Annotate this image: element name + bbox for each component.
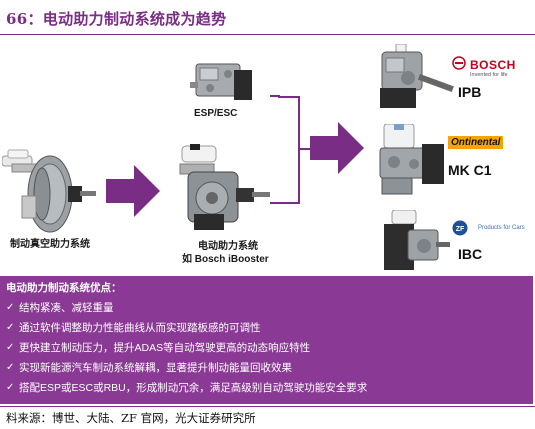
advantage-item: ✓ 搭配ESP或ESC或RBU，形成制动冗余，满足高级别自动驾驶功能安全要求 xyxy=(6,378,367,398)
check-icon: ✓ xyxy=(6,362,15,373)
check-icon: ✓ xyxy=(6,322,15,333)
check-icon: ✓ xyxy=(6,302,15,313)
bosch-ipb-image xyxy=(372,44,458,114)
advantage-text: 结构紧凑、减轻重量 xyxy=(19,302,114,314)
transition-arrow-2 xyxy=(310,122,364,179)
stage2-caption-line2: 如 Bosch iBooster xyxy=(182,254,269,265)
bosch-logo: BOSCH xyxy=(470,58,516,72)
stage1-caption: 制动真空助力系统 xyxy=(10,239,90,250)
check-icon: ✓ xyxy=(6,342,15,353)
source-note: 料来源：博世、大陆、ZF 官网，光大证券研究所 xyxy=(6,411,256,425)
advantage-item: ✓ 结构紧凑、减轻重量 xyxy=(6,298,367,318)
vacuum-booster-image xyxy=(2,146,98,238)
bosch-ring-icon xyxy=(452,56,466,70)
advantages-panel: 电动助力制动系统优点： ✓ 结构紧凑、减轻重量 ✓ 通过软件调整助力性能曲线从而实现… xyxy=(0,276,533,404)
advantage-item: ✓ 实现新能源汽车制动系统解耦，显著提升制动能量回收效果 xyxy=(6,358,367,378)
svg-text:ZF: ZF xyxy=(456,226,465,233)
stage2-caption-line1: 电动助力系统 xyxy=(198,241,258,252)
advantage-text: 更快建立制动压力，提升ADAS等自动驾驶更高的动态响应特性 xyxy=(19,342,311,354)
check-icon: ✓ xyxy=(6,382,15,393)
zf-ibc-image xyxy=(378,210,450,274)
footer-divider xyxy=(0,406,535,407)
product-label-mkc1: MK C1 xyxy=(448,162,492,178)
zf-logo-tagline: Products for Cars xyxy=(478,225,525,231)
continental-mkc1-image xyxy=(372,124,450,198)
zf-logo-icon: ZF xyxy=(452,220,468,236)
advantage-item: ✓ 通过软件调整助力性能曲线从而实现踏板感的可调性 xyxy=(6,318,367,338)
advantage-item: ✓ 更快建立制动压力，提升ADAS等自动驾驶更高的动态响应特性 xyxy=(6,338,367,358)
bracket-tick-top xyxy=(270,95,280,97)
bracket-tick-bottom xyxy=(270,202,280,204)
product-label-ibc: IBC xyxy=(458,246,483,262)
advantage-text: 通过软件调整助力性能曲线从而实现踏板感的可调性 xyxy=(19,322,261,334)
page-title: 66：电动助力制动系统成为趋势 xyxy=(6,10,227,28)
esp-caption: ESP/ESC xyxy=(194,108,238,119)
transition-arrow-1 xyxy=(106,165,160,222)
grouping-bracket xyxy=(278,96,300,204)
esp-module-image xyxy=(190,56,256,106)
advantage-text: 搭配ESP或ESC或RBU，形成制动冗余，满足高级别自动驾驶功能安全要求 xyxy=(19,382,368,394)
advantages-title: 电动助力制动系统优点： xyxy=(6,282,122,294)
bosch-logo-tagline: Invented for life xyxy=(470,72,508,78)
ibooster-image xyxy=(172,144,272,236)
bracket-stem xyxy=(298,148,314,150)
advantages-list: ✓ 结构紧凑、减轻重量 ✓ 通过软件调整助力性能曲线从而实现踏板感的可调性 ✓ 更快建… xyxy=(6,298,367,398)
advantage-text: 实现新能源汽车制动系统解耦，显著提升制动能量回收效果 xyxy=(19,362,292,374)
continental-logo: Ontinental xyxy=(448,136,504,149)
title-divider xyxy=(0,34,535,35)
product-label-ipb: IPB xyxy=(458,84,482,100)
